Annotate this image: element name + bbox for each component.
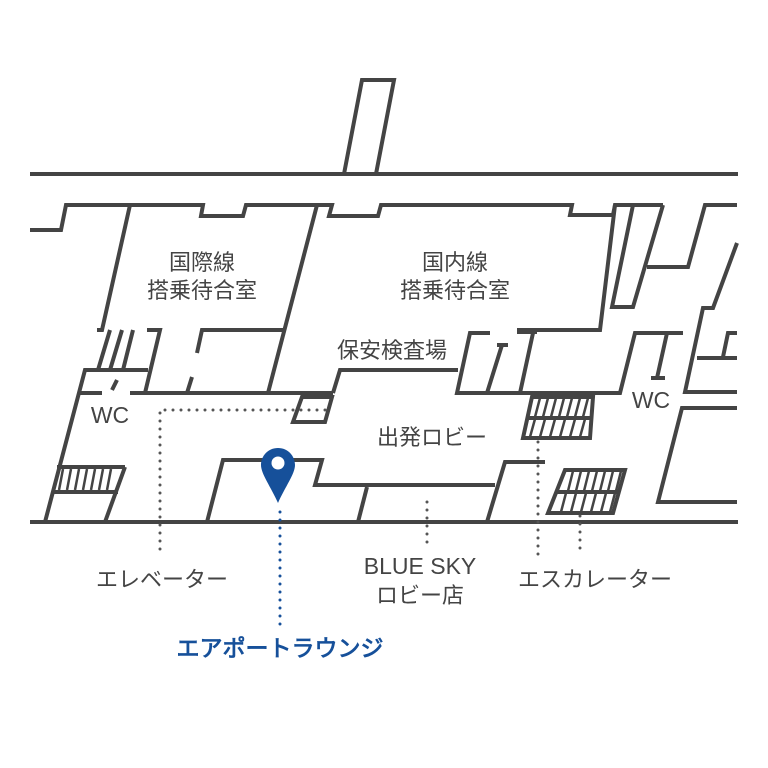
map-pin-icon[interactable] <box>261 448 295 503</box>
room-label: 出発ロビー <box>377 426 487 451</box>
room-label: 保安検査場 <box>337 339 447 364</box>
escalator-icon <box>545 468 628 515</box>
lounge-label[interactable]: エアポートラウンジ <box>177 635 384 662</box>
walls <box>30 78 739 524</box>
room-label: 国内線 <box>422 251 488 276</box>
room-label: 搭乗待合室 <box>147 279 257 304</box>
elevator-icon <box>53 465 125 494</box>
shop-label: ロビー店 <box>376 584 464 609</box>
shop-label: BLUE SKY <box>364 553 477 579</box>
escalator-icon <box>520 395 596 440</box>
room-label: 搭乗待合室 <box>400 279 510 304</box>
leader-lines <box>158 408 582 627</box>
room-label: 国際線 <box>169 251 235 276</box>
escalator-label: エスカレーター <box>518 568 672 593</box>
wc-label: WC <box>91 402 129 428</box>
elevator-label: エレベーター <box>96 568 228 593</box>
wc-label: WC <box>632 387 670 413</box>
